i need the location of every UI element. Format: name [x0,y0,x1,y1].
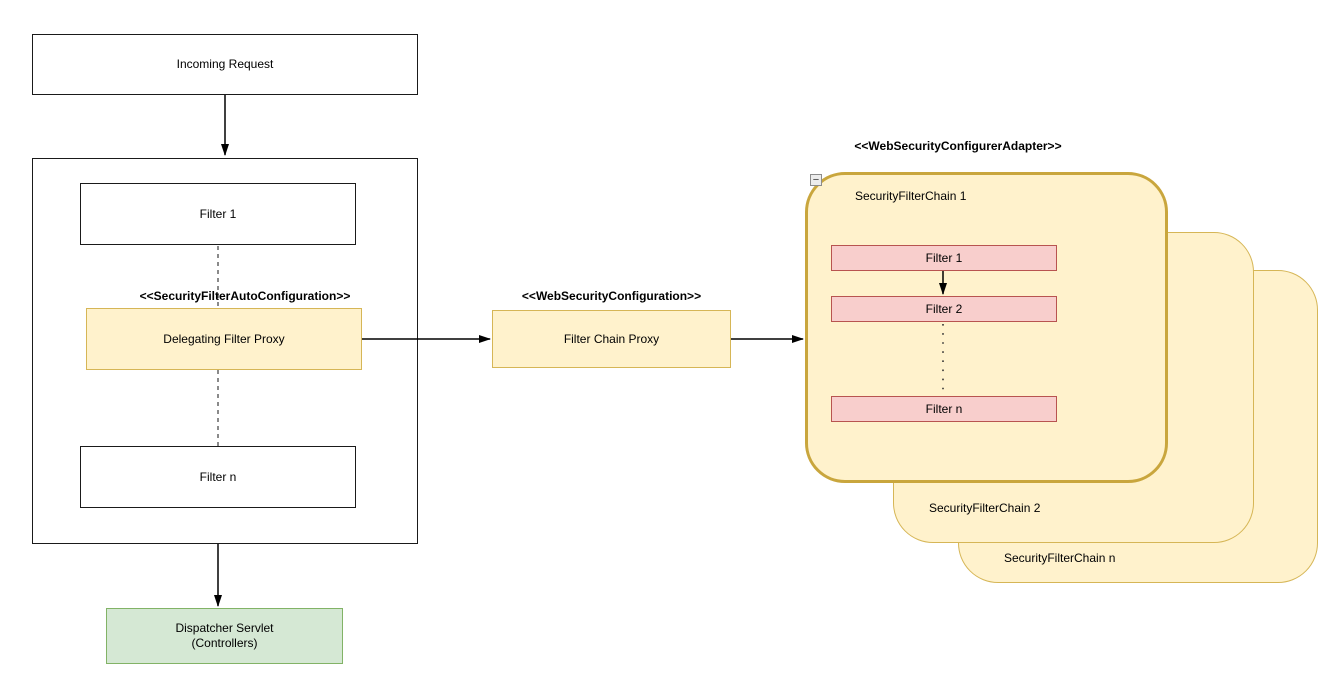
delegating-filter-proxy-node[interactable]: Delegating Filter Proxy [86,308,362,370]
stereotype-security-filter-auto-configuration: <<SecurityFilterAutoConfiguration>> [139,289,351,303]
collapse-icon[interactable]: − [810,174,822,186]
security-filter-chain-n-label: SecurityFilterChain n [1004,551,1116,565]
chain1-filter-2-label: Filter 2 [925,301,963,316]
left-filter-n-label: Filter n [199,469,237,484]
servlet-filter-container[interactable] [32,158,418,544]
filter-chain-proxy-label: Filter Chain Proxy [563,331,660,346]
dispatcher-servlet-node[interactable]: Dispatcher Servlet (Controllers) [106,608,343,664]
left-filter-1-label: Filter 1 [199,206,237,221]
collapse-glyph: − [812,174,820,186]
stereotype-web-security-configuration: <<WebSecurityConfiguration>> [521,289,702,303]
chain1-filter-2-node[interactable]: Filter 2 [831,296,1057,322]
dispatcher-servlet-label-line2: (Controllers) [191,636,258,650]
delegating-filter-proxy-label: Delegating Filter Proxy [163,331,285,346]
incoming-request-label: Incoming Request [176,57,274,71]
left-filter-n-node[interactable]: Filter n [80,446,356,508]
security-filter-chain-1-container[interactable] [805,172,1168,483]
stereotype-web-security-configurer-adapter: <<WebSecurityConfigurerAdapter>> [854,139,1062,153]
chain1-filter-1-label: Filter 1 [925,250,963,265]
security-filter-chain-2-label: SecurityFilterChain 2 [929,501,1041,515]
chain1-filter-n-node[interactable]: Filter n [831,396,1057,422]
left-filter-1-node[interactable]: Filter 1 [80,183,356,245]
filter-chain-proxy-node[interactable]: Filter Chain Proxy [492,310,731,368]
chain1-filter-n-label: Filter n [925,401,963,416]
dispatcher-servlet-label-line1: Dispatcher Servlet [175,621,274,635]
incoming-request-node[interactable]: Incoming Request [32,34,418,95]
security-filter-chain-1-label: SecurityFilterChain 1 [855,189,967,203]
chain1-filter-1-node[interactable]: Filter 1 [831,245,1057,271]
